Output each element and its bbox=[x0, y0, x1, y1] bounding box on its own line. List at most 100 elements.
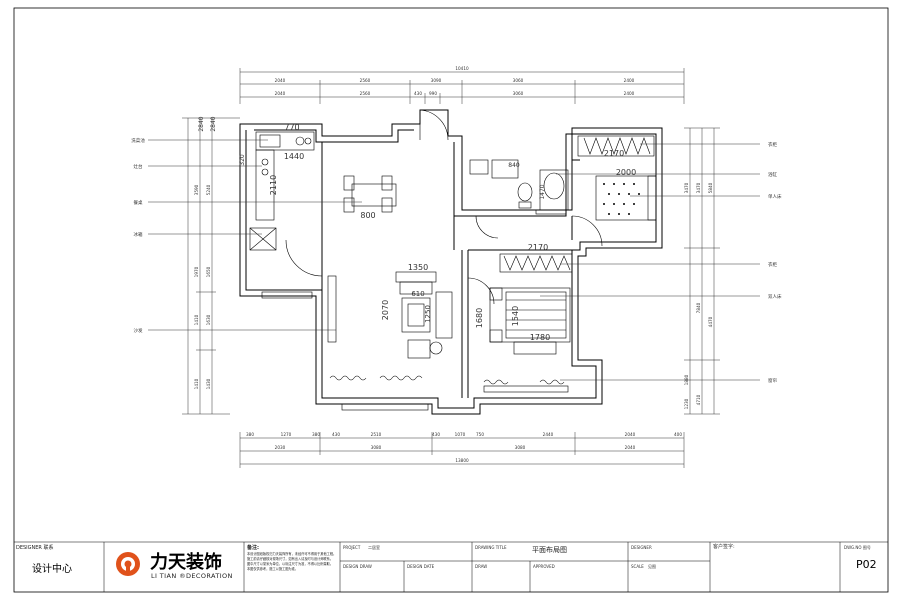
dim-top-1: 2560 bbox=[360, 78, 371, 83]
dim-double-bed-width: 1540 bbox=[511, 306, 520, 326]
dim-bottom-1: 750 bbox=[476, 432, 484, 437]
department-name: 设计中心 bbox=[32, 564, 72, 575]
dim-right: 7840 bbox=[696, 302, 701, 313]
kitchen-counter bbox=[249, 131, 315, 251]
dim-right: 1880 bbox=[684, 374, 689, 385]
callout-right: 浴缸 bbox=[768, 171, 777, 178]
dim-left-top: 2840 bbox=[210, 116, 217, 131]
dim-double-bed-foot: 1780 bbox=[530, 333, 550, 342]
dimension-bottom bbox=[239, 432, 685, 468]
sheet-number: P02 bbox=[856, 558, 877, 571]
dim-kitchen-counter: 1440 bbox=[284, 152, 304, 161]
callout-left: 餐桌 bbox=[134, 199, 143, 206]
design-date-label: DESIGN DATE bbox=[407, 564, 435, 569]
dining-table bbox=[343, 175, 397, 213]
dim-left-top: 2840 bbox=[198, 116, 205, 131]
dimension-left bbox=[182, 117, 240, 415]
callout-right: 窗帘 bbox=[768, 377, 777, 384]
dim-right: 5840 bbox=[708, 182, 713, 193]
dim-wardrobe-top: 2170 bbox=[604, 149, 624, 158]
callout-left: 冰箱 bbox=[134, 231, 143, 238]
callout-left: 沙发 bbox=[134, 327, 143, 334]
notes-line-2: 施工前请仔细核对现场尺寸，如有出入请及时与设计师联系。 bbox=[247, 557, 334, 561]
door-swings bbox=[285, 109, 603, 305]
dim-bottom-1: 2510 bbox=[371, 432, 382, 437]
design-draw-label: DESIGN DRAW bbox=[343, 564, 372, 569]
dim-bottom-2: 2030 bbox=[275, 445, 286, 450]
dim-table-height: 1250 bbox=[424, 305, 432, 323]
scale-label: SCALE bbox=[631, 564, 644, 569]
sheet-frame bbox=[13, 7, 889, 593]
dim-left-col1: 1410 bbox=[194, 378, 199, 389]
room-dimension-labels: 770 1440 2110 320 800 840 1470 2170 2000 2170 1350… bbox=[239, 123, 636, 342]
company-logo-icon bbox=[116, 552, 140, 576]
dim-left-col2: 1430 bbox=[206, 378, 211, 389]
title-block-grid bbox=[103, 542, 841, 592]
drawing-title-label: DRAWING TITLE bbox=[475, 545, 507, 550]
curtains bbox=[261, 291, 569, 411]
dim-bath-width: 840 bbox=[508, 162, 520, 169]
dim-top-1: 3060 bbox=[513, 78, 524, 83]
dim-right: 4470 bbox=[708, 316, 713, 327]
dim-bottom-1: 2040 bbox=[625, 432, 636, 437]
callout-right: 衣柜 bbox=[768, 141, 777, 148]
notes-line-1: 本设计图纸版权归力天装饰所有，未经许可不得用于其他工程。 bbox=[247, 552, 337, 556]
company-name: 力天装饰 bbox=[150, 552, 222, 573]
double-bed bbox=[489, 287, 571, 355]
dim-bottom-1: 1070 bbox=[455, 432, 466, 437]
dim-dining-width: 800 bbox=[360, 211, 375, 220]
dim-right: 1230 bbox=[684, 398, 689, 409]
drawing-title: 平面布局图 bbox=[532, 546, 567, 554]
dim-bottom-1: 1270 bbox=[281, 432, 292, 437]
dim-top-2: 990 bbox=[429, 91, 437, 96]
callout-left: 灶台 bbox=[134, 163, 143, 170]
dim-right: 4710 bbox=[696, 394, 701, 405]
dim-top-2: 2400 bbox=[624, 91, 635, 96]
scale-value: 见图 bbox=[648, 564, 656, 569]
dim-single-bed-width: 2000 bbox=[616, 168, 636, 177]
designer-note: DESIGNER 联系 bbox=[16, 545, 54, 551]
dim-bottom-1: 430 bbox=[432, 432, 440, 437]
dim-kitchen-small: 320 bbox=[239, 154, 246, 166]
notes-title: 备注: bbox=[247, 545, 259, 551]
dim-bottom-1: 380 bbox=[246, 432, 254, 437]
dim-top-outer: 10410 bbox=[455, 66, 469, 71]
dim-top-2: 2040 bbox=[275, 91, 286, 96]
dim-top-2: 430 bbox=[414, 91, 422, 96]
dim-left-col1: 3590 bbox=[194, 184, 199, 195]
wardrobe-top bbox=[577, 135, 655, 157]
dim-bottom-outer: 13800 bbox=[455, 458, 469, 463]
dim-kitchen-width: 770 bbox=[284, 123, 299, 132]
dim-bottom-1: 2440 bbox=[543, 432, 554, 437]
dim-bottom-1: 400 bbox=[674, 432, 682, 437]
dimension-top bbox=[239, 68, 685, 104]
dim-left-col2: 1630 bbox=[206, 314, 211, 325]
callout-right: 单人床 bbox=[768, 193, 782, 200]
dim-bottom-2: 2040 bbox=[625, 445, 636, 450]
bathroom-fixtures bbox=[469, 159, 569, 215]
callout-right: 衣柜 bbox=[768, 261, 777, 268]
callout-left: 洗菜池 bbox=[131, 137, 145, 144]
notes-line-4: 本图仅供参考，施工以施工图为准。 bbox=[247, 567, 298, 571]
wardrobe-middle bbox=[499, 253, 573, 273]
designer-label: DESIGNER bbox=[631, 545, 652, 550]
dimension-right bbox=[684, 127, 720, 415]
dim-kitchen-height: 2110 bbox=[269, 175, 278, 195]
client-signature-label: 客户签字: bbox=[713, 544, 735, 550]
dim-wardrobe-middle: 2170 bbox=[528, 243, 548, 252]
dim-right: 3470 bbox=[696, 182, 701, 193]
dim-left-col2: 5240 bbox=[206, 184, 211, 195]
dim-left-col1: 1970 bbox=[194, 266, 199, 277]
dim-left-col2: 1650 bbox=[206, 266, 211, 277]
leader-lines bbox=[148, 139, 760, 381]
dim-bath-height: 1470 bbox=[539, 184, 546, 199]
dim-bottom-2: 3080 bbox=[371, 445, 382, 450]
notes-line-3: 图中尺寸以毫米为单位，以标注尺寸为准，不得以比例量取。 bbox=[247, 562, 334, 566]
draw-label: DRAW bbox=[475, 564, 488, 569]
dim-living-height: 2070 bbox=[381, 300, 390, 320]
dim-tv-width: 1350 bbox=[408, 263, 428, 272]
dim-top-1: 2040 bbox=[275, 78, 286, 83]
